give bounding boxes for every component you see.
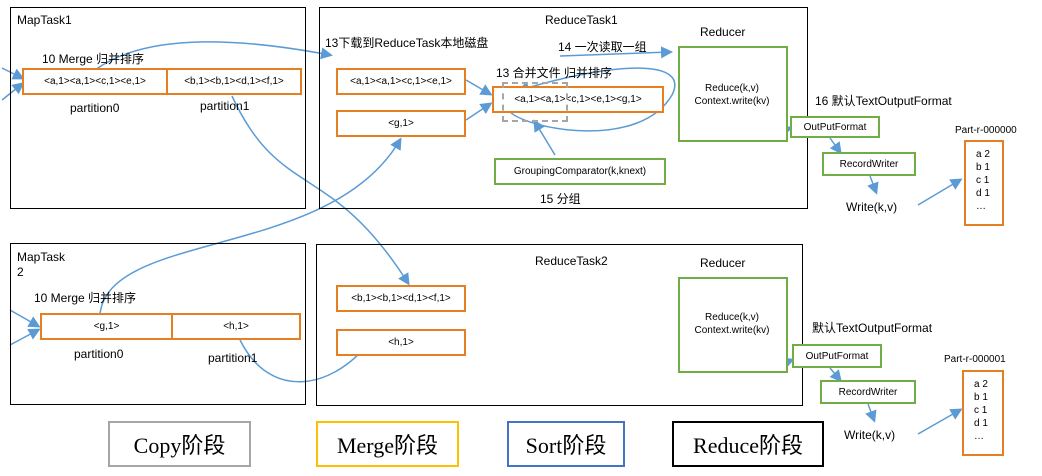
legend-merge: Merge阶段: [316, 421, 459, 467]
arrow-map2-p1-to-reduce2: [239, 339, 370, 383]
arrow-write1-to-part: [917, 178, 963, 206]
arrow-recordwriter2-to-write: [865, 403, 877, 423]
reducetask2-part-title: Part-r-000001: [944, 354, 1006, 365]
reducetask1-reduce-line1: Reduce(k,v): [705, 83, 759, 94]
arrow-map1-in-a: [1, 67, 25, 80]
reducetask1-download-label: 13下载到ReduceTask本地磁盘: [325, 36, 489, 50]
reducetask2-write: Write(k,v): [844, 428, 896, 442]
arrow-map2-in-a: [9, 309, 41, 328]
legend-reduce: Reduce阶段: [672, 421, 824, 467]
reducetask1-read-label: 14 一次读取一组: [558, 40, 647, 54]
reducetask2-title: ReduceTask2: [535, 254, 608, 268]
arrow-read-group: [559, 46, 673, 59]
maptask1-partition0-box: <a,1><a,1><c,1><e,1>: [22, 68, 168, 95]
reducetask1-part-file: a 2 b 1 c 1 d 1 …: [964, 140, 1004, 226]
arrow-map2-p0-to-reduce1: [99, 137, 402, 315]
part2-line: b 1: [974, 392, 988, 403]
maptask2-title-line1: MapTask: [17, 250, 66, 264]
reducetask1-grouping-comparator: GroupingComparator(k,knext): [494, 158, 666, 185]
reducetask1-frame: [319, 7, 808, 209]
part1-line: d 1: [976, 188, 990, 199]
arrow-merged-to-reducer: [509, 67, 676, 132]
reducetask2-frame: [316, 244, 803, 406]
arrow-map1-p1-to-reduce2: [231, 95, 410, 286]
maptask1-partition1-box: <b,1><b,1><d,1><f,1>: [166, 68, 302, 95]
reducetask2-part-file: a 2 b 1 c 1 d 1 …: [962, 370, 1004, 456]
maptask2-partition1-label: partition1: [208, 351, 258, 365]
reducetask1-merge-file-label: 13 合并文件 归并排序: [496, 66, 613, 80]
reducetask2-default-output: 默认TextOutputFormat: [812, 321, 933, 335]
reducetask1-default-output: 16 默认TextOutputFormat: [815, 94, 952, 108]
reducetask1-recordwriter: RecordWriter: [822, 152, 916, 176]
reducetask1-box-g: <g,1>: [336, 110, 466, 137]
reducetask2-box-h: <h,1>: [336, 329, 466, 356]
reducetask2-reducer-box: [678, 277, 788, 373]
reducetask1-reducer-lines: Reduce(k,v) Context.write(kv): [682, 82, 782, 108]
arrow-grouping-to-merged: [533, 119, 556, 156]
reducetask2-box-b: <b,1><b,1><d,1><f,1>: [336, 285, 466, 312]
part1-line: a 2: [976, 149, 990, 160]
reducetask2-outputformat: OutPutFormat: [792, 344, 882, 368]
part2-line: a 2: [974, 379, 988, 390]
reducetask2-reducer-lines: Reduce(k,v) Context.write(kv): [682, 311, 782, 337]
arrow-map2-in-b: [9, 328, 41, 346]
reducetask1-merged-box: <a,1><a,1><c,1><e,1><g,1>: [492, 86, 664, 113]
part2-line: d 1: [974, 418, 988, 429]
maptask2-frame: [10, 243, 306, 405]
reducetask1-reduce-line2: Context.write(kv): [694, 96, 770, 107]
part1-line: …: [976, 201, 986, 212]
reducetask1-group-label: 15 分组: [540, 192, 581, 206]
arrow-write2-to-part: [917, 408, 963, 435]
reducetask1-title: ReduceTask1: [545, 13, 618, 27]
reducetask1-group-dashed: [502, 82, 568, 122]
maptask2-merge-label: 10 Merge 归并排序: [34, 291, 137, 305]
reducetask2-reducer-title: Reducer: [700, 256, 746, 270]
reducetask2-reduce-line2: Context.write(kv): [694, 325, 770, 336]
arrow-map1-in-b: [1, 82, 25, 101]
reducetask1-reducer-box: [678, 46, 788, 142]
reducetask1-write: Write(k,v): [846, 200, 898, 214]
reducetask1-outputformat: OutPutFormat: [790, 116, 880, 138]
maptask1-title: MapTask1: [17, 13, 72, 27]
reducetask1-part-title: Part-r-000000: [955, 125, 1017, 136]
maptask1-partition0-label: partition0: [70, 101, 120, 115]
maptask2-title-line2: 2: [17, 265, 24, 279]
legend-copy: Copy阶段: [108, 421, 251, 467]
maptask2-partition0-box: <g,1>: [40, 313, 173, 340]
arrow-boxg-to-merged: [465, 102, 493, 121]
legend-sort: Sort阶段: [507, 421, 625, 467]
arrow-map1-p0-to-reduce1: [94, 41, 333, 71]
reducetask2-reduce-line1: Reduce(k,v): [705, 312, 759, 323]
arrow-outputformat1-to-recordwriter: [829, 137, 842, 155]
maptask2-partition1-box: <h,1>: [171, 313, 301, 340]
reducetask2-recordwriter: RecordWriter: [820, 380, 916, 404]
reducetask1-box-a: <a,1><a,1><c,1><e,1>: [336, 68, 466, 95]
reducetask1-reducer-title: Reducer: [700, 25, 746, 39]
arrow-recordwriter1-to-write: [867, 175, 879, 195]
part2-line: …: [974, 431, 984, 442]
maptask1-frame: [10, 7, 306, 209]
maptask1-merge-label: 10 Merge 归并排序: [42, 52, 145, 66]
part2-line: c 1: [974, 405, 988, 416]
part1-line: b 1: [976, 162, 990, 173]
arrow-outputformat2-to-recordwriter: [829, 367, 842, 383]
maptask1-partition1-label: partition1: [200, 99, 250, 113]
arrow-boxa-to-merged: [465, 79, 493, 96]
part1-line: c 1: [976, 175, 990, 186]
maptask2-partition0-label: partition0: [74, 347, 124, 361]
